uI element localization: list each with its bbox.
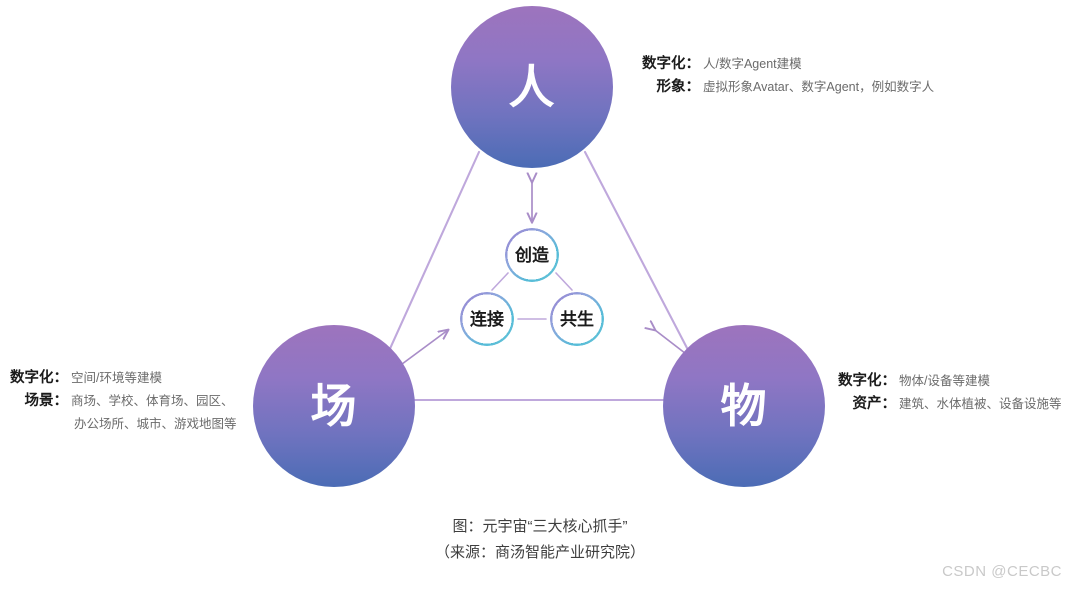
circle-ring-decoration <box>505 228 559 282</box>
caption-line-source: （来源：商汤智能产业研究院） <box>434 544 645 562</box>
inner-node-connect[interactable]: 连接 <box>460 292 514 346</box>
annotation-key: 数字化： <box>10 370 68 386</box>
triangle-edge-right <box>583 150 702 375</box>
annotation-value-continued: 办公场所、城市、游戏地图等 <box>74 416 237 431</box>
circle-ring-decoration <box>460 292 514 346</box>
annotation-value: 商场、学校、体育场、园区、 <box>71 394 234 409</box>
annotation-value: 物体/设备等建模 <box>899 374 990 388</box>
node-thing-label: 物 <box>720 380 768 432</box>
triangle-edge-left <box>377 150 481 375</box>
figure-caption: 图：元宇宙“三大核心抓手” （来源：商汤智能产业研究院） <box>0 514 1080 567</box>
annotation-row: 形象： 虚拟形象Avatar、数字Agent，例如数字人 <box>634 76 935 99</box>
annotation-row: 数字化： 空间/环境等建模 <box>6 367 237 390</box>
node-place[interactable]: 场 <box>253 325 415 487</box>
node-person[interactable]: 人 <box>451 6 613 168</box>
arrow-place-connect <box>398 330 448 367</box>
annotation-row: 资产： 建筑、水体植被、设备设施等 <box>834 393 1062 416</box>
annotation-person: 数字化： 人/数字Agent建模 形象： 虚拟形象Avatar、数字Agent，… <box>634 53 934 100</box>
inner-node-create-label: 创造 <box>515 245 549 265</box>
node-place-label: 场 <box>310 380 358 432</box>
inner-node-symbiosis[interactable]: 共生 <box>550 292 604 346</box>
watermark: CSDN @CECBC <box>942 563 1062 580</box>
annotation-key: 数字化： <box>838 373 896 389</box>
annotation-row: 场景： 商场、学校、体育场、园区、 <box>6 390 237 413</box>
annotation-thing: 数字化： 物体/设备等建模 资产： 建筑、水体植被、设备设施等 <box>834 370 1062 417</box>
inner-node-symbiosis-label: 共生 <box>560 309 594 329</box>
annotation-row-continued: 办公场所、城市、游戏地图等 <box>6 414 237 434</box>
annotation-place: 数字化： 空间/环境等建模 场景： 商场、学校、体育场、园区、 办公场所、城市、… <box>6 367 237 434</box>
inner-node-connect-label: 连接 <box>470 309 504 329</box>
link-create-connect <box>491 272 509 291</box>
caption-line-title: 图：元宇宙“三大核心抓手” <box>452 518 628 535</box>
annotation-value: 虚拟形象Avatar、数字Agent，例如数字人 <box>703 80 935 95</box>
annotation-key: 形象： <box>656 79 701 96</box>
annotation-key: 数字化： <box>642 56 700 72</box>
annotation-key: 资产： <box>852 396 897 413</box>
node-person-label: 人 <box>508 61 556 113</box>
annotation-row: 数字化： 物体/设备等建模 <box>834 370 1062 393</box>
inner-node-create[interactable]: 创造 <box>505 228 559 282</box>
annotation-key: 场景： <box>24 393 69 410</box>
annotation-value: 建筑、水体植被、设备设施等 <box>899 397 1062 412</box>
circle-ring-decoration <box>550 292 604 346</box>
annotation-value: 人/数字Agent建模 <box>703 57 802 71</box>
annotation-row: 数字化： 人/数字Agent建模 <box>634 53 934 76</box>
annotation-value: 空间/环境等建模 <box>71 371 162 385</box>
node-thing[interactable]: 物 <box>663 325 825 487</box>
link-create-symbiosis <box>555 272 573 291</box>
